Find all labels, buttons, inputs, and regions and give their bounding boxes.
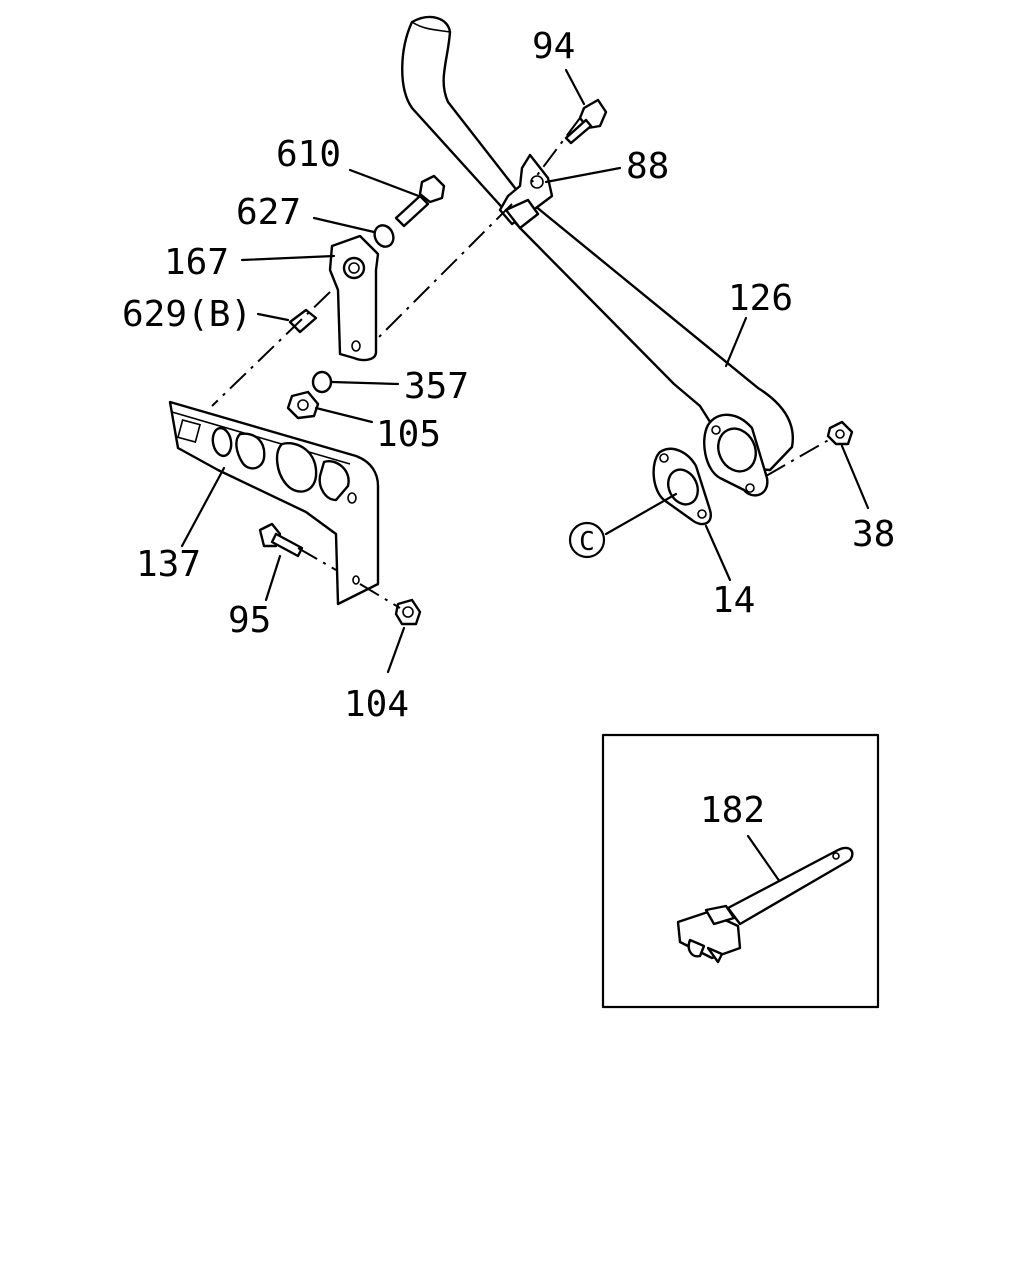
label-104: 104 (344, 684, 409, 725)
washer-357 (311, 370, 333, 394)
label-126: 126 (728, 278, 793, 319)
bolt-94 (564, 98, 608, 145)
assembly-lines (211, 117, 833, 609)
circle-c-callout: C (568, 521, 606, 559)
part-labels: 94 610 88 627 167 629(B) 126 357 105 38 … (122, 26, 895, 725)
pipe-flange (703, 413, 769, 497)
heat-shield-137 (168, 400, 380, 606)
label-88: 88 (626, 146, 669, 187)
label-182: 182 (700, 790, 765, 831)
circle-c-letter: C (579, 527, 595, 557)
nut-105 (286, 390, 320, 420)
label-94: 94 (532, 26, 575, 67)
spacer-629b (288, 308, 318, 334)
bracket-167 (328, 234, 380, 362)
gasket-14 (652, 447, 712, 526)
label-137: 137 (136, 544, 201, 585)
bolt-610 (394, 174, 446, 228)
label-167: 167 (164, 242, 229, 283)
bolt-95 (258, 522, 304, 558)
cable-tie-182 (676, 846, 854, 964)
label-610: 610 (276, 134, 341, 175)
label-105: 105 (376, 414, 441, 455)
label-629b: 629(B) (122, 294, 252, 335)
leader-lines (180, 68, 870, 674)
nut-38 (826, 420, 854, 446)
label-627: 627 (236, 192, 301, 233)
label-14: 14 (712, 580, 755, 621)
nut-104 (394, 598, 422, 626)
label-95: 95 (228, 600, 271, 641)
label-38: 38 (852, 514, 895, 555)
pipe-126 (401, 15, 794, 472)
label-357: 357 (404, 366, 469, 407)
washer-627 (373, 224, 395, 248)
inset-box: 182 (601, 733, 880, 1009)
